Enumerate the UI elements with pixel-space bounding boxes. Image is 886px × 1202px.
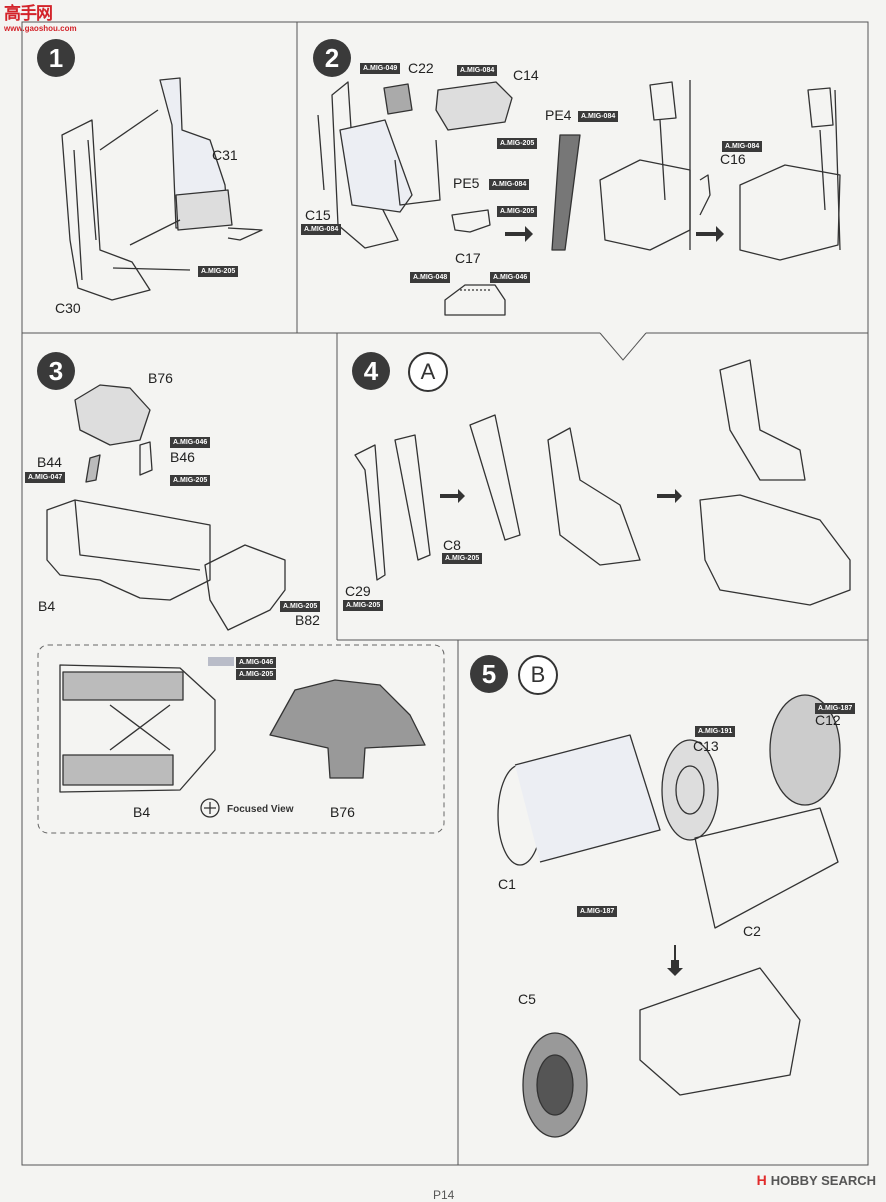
label-c31: C31	[212, 147, 238, 163]
label-c30: C30	[55, 300, 81, 316]
part-c17-detail	[444, 284, 506, 316]
paint-tag: A.MIG-187	[815, 703, 856, 714]
hobby-search-logo: H HOBBY SEARCH	[757, 1172, 876, 1188]
paint-tag: A.MIG-187	[577, 906, 618, 917]
part-b44	[85, 454, 101, 483]
fv-b4	[59, 664, 216, 793]
step-4-badge: 4	[352, 352, 390, 390]
paint-tag: A.MIG-084	[489, 179, 530, 190]
exhaust-assembly	[639, 967, 801, 1096]
page-frame	[21, 21, 869, 1166]
part-c22	[383, 83, 413, 115]
color-swatch	[208, 657, 234, 666]
label-pe5: PE5	[453, 175, 480, 191]
seat-assembly-b	[739, 164, 841, 261]
part-c14	[435, 81, 513, 131]
label-c2: C2	[743, 923, 761, 939]
label-c8: C8	[443, 537, 461, 553]
label-b4-view: B4	[133, 804, 151, 820]
step-3-badge: 3	[37, 352, 75, 390]
page-number: P14	[433, 1188, 455, 1202]
paint-tag: A.MIG-205	[442, 553, 483, 564]
label-b44: B44	[37, 454, 62, 470]
label-pe4: PE4	[545, 107, 572, 123]
fv-b76	[269, 679, 426, 779]
paint-tag: A.MIG-046	[170, 437, 211, 448]
part-c16	[699, 174, 711, 216]
paint-tag: A.MIG-205	[170, 475, 211, 486]
paint-tag: A.MIG-205	[497, 138, 538, 149]
step-5-badge: 5	[470, 655, 508, 693]
watermark-domain: www.gaoshou.com	[4, 24, 77, 33]
step-4-letter: A	[408, 352, 448, 392]
label-b82: B82	[295, 612, 320, 628]
paint-tag: A.MIG-049	[360, 63, 401, 74]
paint-tag: A.MIG-084	[301, 224, 342, 235]
part-c8	[394, 434, 431, 561]
watermark-logo: 高手网	[4, 4, 53, 24]
label-b76-view: B76	[330, 804, 355, 820]
paint-tag: A.MIG-205	[236, 669, 277, 680]
paint-tag: A.MIG-046	[236, 657, 277, 668]
seat-back-c31	[159, 77, 229, 229]
paint-tag: A.MIG-205	[280, 601, 321, 612]
paint-tag: A.MIG-048	[410, 272, 451, 283]
label-b46: B46	[170, 449, 195, 465]
paint-tag: A.MIG-205	[343, 600, 384, 611]
label-b4: B4	[38, 598, 56, 614]
magnifier-icon	[200, 798, 220, 818]
paint-tag: A.MIG-046	[490, 272, 531, 283]
part-c2	[694, 807, 839, 929]
label-b76: B76	[148, 370, 173, 386]
part-c1	[514, 734, 661, 863]
label-c15: C15	[305, 207, 331, 223]
focused-view-frame	[37, 644, 445, 834]
paint-tag: A.MIG-205	[497, 206, 538, 217]
paint-tag: A.MIG-047	[25, 472, 66, 483]
step-1-badge: 1	[37, 39, 75, 77]
paint-tag: A.MIG-084	[457, 65, 498, 76]
label-c29: C29	[345, 583, 371, 599]
focused-view-caption: Focused View	[227, 804, 294, 815]
part-c29	[354, 444, 386, 581]
paint-tag: A.MIG-191	[695, 726, 736, 737]
part-c17	[451, 209, 491, 233]
hobby-search-icon: H	[756, 1172, 767, 1188]
step-2-badge: 2	[313, 39, 351, 77]
label-c12: C12	[815, 712, 841, 728]
arrow-right	[505, 226, 533, 242]
seat-c30	[61, 119, 151, 301]
part-c12	[769, 694, 841, 806]
tub-b4	[46, 499, 211, 601]
label-c14: C14	[513, 67, 539, 83]
label-c13: C13	[693, 738, 719, 754]
part-b46	[139, 441, 153, 476]
label-c17: C17	[455, 250, 481, 266]
label-c5: C5	[518, 991, 536, 1007]
part-pe4	[551, 134, 581, 251]
part-c13	[661, 739, 719, 841]
seat-assembly-a	[599, 159, 691, 251]
label-c22: C22	[408, 60, 434, 76]
part-b82	[204, 544, 286, 631]
label-c1: C1	[498, 876, 516, 892]
panel-b76	[74, 384, 151, 446]
cockpit-assembly	[699, 494, 851, 606]
hobby-search-text: HOBBY SEARCH	[770, 1172, 876, 1188]
step-5-letter: B	[518, 655, 558, 695]
paint-tag: A.MIG-205	[198, 266, 239, 277]
seat-assembly-c	[547, 427, 641, 566]
part-pe5	[394, 139, 441, 206]
seat-assembly-d	[719, 359, 806, 481]
paint-tag: A.MIG-084	[578, 111, 619, 122]
seat-frame	[331, 81, 399, 249]
label-c16: C16	[720, 151, 746, 167]
paint-tag: A.MIG-084	[722, 141, 763, 152]
